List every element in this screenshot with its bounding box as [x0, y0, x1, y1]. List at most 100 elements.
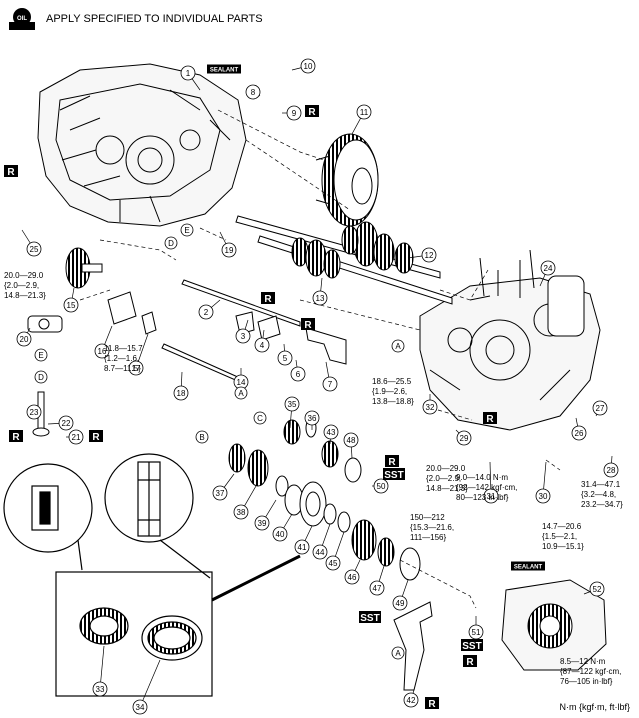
torque-line: 14.8—21.3}: [4, 291, 46, 300]
torque-line: 9.0—14.0 N·m: [456, 473, 508, 482]
callout-52: 52: [589, 581, 605, 597]
callout-35: 35: [284, 396, 300, 412]
callout-46: 46: [344, 569, 360, 585]
reference-a: A: [234, 386, 248, 400]
callout-label-18: 18: [177, 389, 186, 398]
callout-19: 19: [221, 242, 237, 258]
reference-letter: D: [38, 373, 44, 382]
torque-line: {2.0—2.9,: [4, 281, 39, 290]
secondary-shaft-12: [235, 215, 441, 279]
replace-badge: R: [425, 697, 439, 710]
callout-label-41: 41: [298, 543, 307, 552]
callout-18: 18: [173, 385, 189, 401]
clutch-housing-case: [419, 249, 601, 431]
svg-text:OIL: OIL: [17, 16, 27, 22]
callout-label-28: 28: [607, 466, 616, 475]
callout-label-37: 37: [216, 489, 225, 498]
callout-label-6: 6: [296, 370, 301, 379]
callout-label-14: 14: [237, 378, 246, 387]
callout-11: 11: [356, 104, 372, 120]
callout-24: 24: [540, 260, 556, 276]
callout-label-3: 3: [241, 332, 246, 341]
sealant-badge-label: SEALANT: [210, 68, 239, 74]
replace-badge: R: [301, 318, 315, 331]
torque-line: 111—156}: [410, 533, 447, 542]
callout-label-4: 4: [260, 341, 265, 350]
torque-line: 8.5—12 N·m: [560, 657, 606, 666]
replace-badge: R: [305, 105, 319, 118]
callout-label-35: 35: [288, 400, 297, 409]
torque-line: {87—122 kgf·cm,: [560, 667, 621, 676]
torque-line: 150—212: [410, 513, 445, 522]
torque-spec-25: 20.0—29.0{2.0—2.9,14.8—21.3}: [4, 271, 46, 300]
reference-letter: E: [184, 226, 189, 235]
replace-badge-label: R: [304, 320, 312, 331]
sealant-badge: SEALANT: [511, 561, 545, 571]
torque-line: 20.0—29.0: [4, 271, 44, 280]
primary-shaft-13: [257, 235, 453, 305]
reference-letter: B: [199, 433, 204, 442]
torque-line: {2.0—2.9,: [426, 474, 461, 483]
callout-label-11: 11: [360, 108, 369, 117]
callout-label-24: 24: [544, 264, 553, 273]
reference-d: D: [34, 370, 48, 384]
torque-line: 13.8—18.8}: [372, 397, 414, 406]
sst-badge-label: SST: [360, 613, 379, 624]
reference-letter: A: [238, 389, 244, 398]
callout-27: 27: [592, 400, 608, 416]
callout-label-16: 16: [98, 347, 107, 356]
units-note: N·m {kgf·m, ft·lbf}: [559, 702, 630, 712]
callout-label-12: 12: [425, 251, 434, 260]
torque-spec-17: 11.8—15.7{1.2—1.6,8.7—11.5}: [104, 344, 143, 373]
replace-badge: R: [463, 655, 477, 668]
torque-specs: 20.0—29.0{2.0—2.9,14.8—21.3}11.8—15.7{1.…: [4, 271, 623, 686]
reference-letter: E: [38, 351, 43, 360]
callout-10: 10: [300, 58, 316, 74]
torque-line: {1.2—1.6,: [104, 354, 139, 363]
reference-c: C: [253, 411, 267, 425]
callout-label-9: 9: [292, 109, 297, 118]
extension-housing-52: [501, 579, 607, 671]
replace-badge: R: [89, 430, 103, 443]
torque-line: 11.8—15.7: [104, 344, 143, 353]
torque-line: {1.9—2.6,: [372, 387, 407, 396]
callout-45: 45: [325, 555, 341, 571]
torque-line: {3.2—4.8,: [581, 490, 616, 499]
callout-label-33: 33: [96, 685, 105, 694]
reverse-idler-gear-15: [65, 247, 103, 289]
callout-22: 22: [58, 415, 74, 431]
callout-1: 1: [180, 65, 196, 81]
callout-label-52: 52: [593, 585, 602, 594]
replace-badge-label: R: [12, 432, 20, 443]
torque-spec-29: 20.0—29.0{2.0—2.9,14.8—21.3}: [426, 464, 468, 493]
replace-badge-label: R: [264, 294, 272, 305]
callout-40: 40: [272, 526, 288, 542]
torque-line: 31.4—47.1: [581, 480, 621, 489]
callout-label-30: 30: [539, 492, 548, 501]
diagram-header-title: APPLY SPECIFIED TO INDIVIDUAL PARTS: [46, 13, 263, 25]
callout-3: 3: [235, 328, 251, 344]
callout-37: 37: [212, 485, 228, 501]
callout-label-17: 17: [132, 364, 141, 373]
torque-spec-28: 31.4—47.1{3.2—4.8,23.2—34.7}: [581, 480, 623, 509]
torque-line: 10.9—15.1}: [542, 542, 584, 551]
callout-label-34: 34: [136, 703, 145, 712]
callout-38: 38: [233, 504, 249, 520]
replace-badge-label: R: [308, 107, 316, 118]
reference-letter: D: [168, 239, 174, 248]
callout-33: 33: [92, 681, 108, 697]
assembly-guide-lines: [79, 109, 561, 609]
callout-label-43: 43: [327, 428, 336, 437]
callout-5: 5: [277, 350, 293, 366]
callout-label-42: 42: [407, 696, 416, 705]
callout-49: 49: [392, 595, 408, 611]
sst-badge-label: SST: [462, 641, 481, 652]
callout-label-39: 39: [258, 519, 267, 528]
callout-label-27: 27: [596, 404, 605, 413]
torque-spec-51: 150—212{15.3—21.6,111—156}: [410, 513, 454, 542]
callout-50: 50: [373, 478, 389, 494]
replace-badge-label: R: [486, 414, 494, 425]
callout-label-46: 46: [348, 573, 357, 582]
callout-16: 16: [94, 343, 110, 359]
